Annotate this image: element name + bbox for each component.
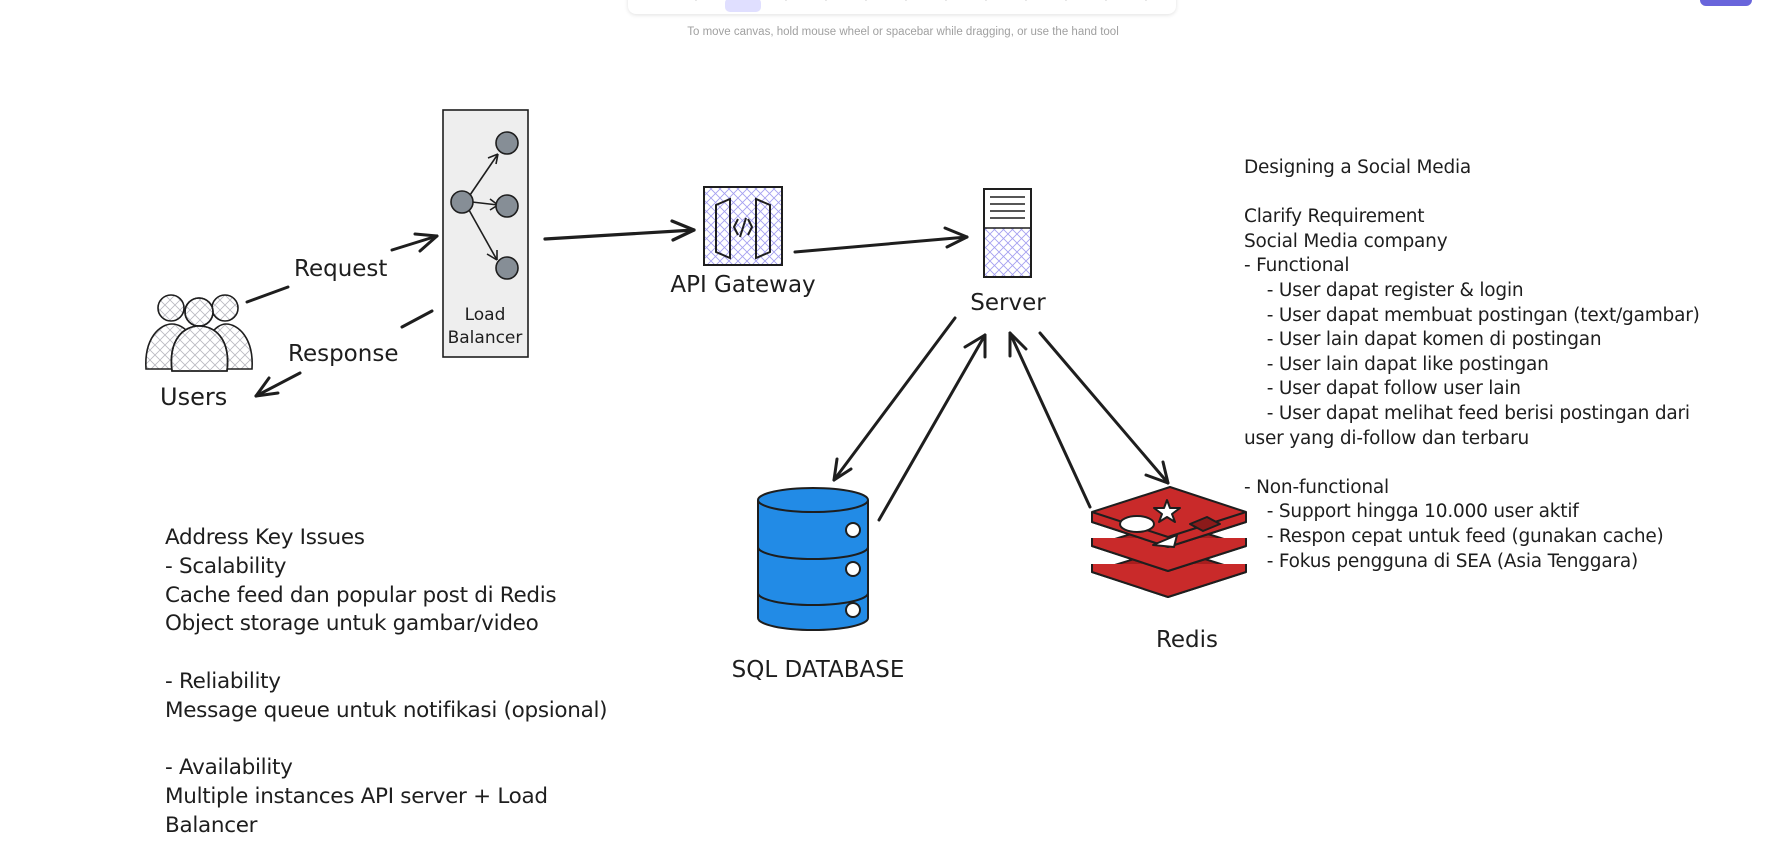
requirements-line: - Support hingga 10.000 user aktif (1244, 501, 1579, 523)
redis-label: Redis (1156, 627, 1218, 653)
requirements-line: - Functional (1244, 255, 1350, 277)
request-label: Request (294, 256, 387, 282)
selected-tool-button[interactable] (725, 0, 761, 12)
api-gateway-label: API Gateway (670, 272, 815, 298)
key-issues-line: Cache feed dan popular post di Redis (165, 582, 557, 608)
requirements-line: - User lain dapat like postingan (1244, 353, 1549, 375)
key-issues-line (165, 639, 607, 668)
gateway-to-server-arrow[interactable] (793, 226, 969, 254)
response-arrow[interactable] (254, 309, 434, 398)
server-to-database-arrow[interactable] (832, 316, 957, 482)
requirements-line: - User dapat follow user lain (1244, 378, 1521, 400)
requirements-line: user yang di-follow dan terbaru (1244, 427, 1530, 449)
key-issues-line: - Scalability (165, 553, 287, 579)
sql-database-label: SQL DATABASE (732, 657, 905, 683)
sql-database-icon[interactable] (757, 487, 869, 631)
lb-to-gateway-arrow[interactable] (543, 219, 696, 242)
requirements-line: - User dapat register & login (1244, 279, 1524, 301)
users-label: Users (160, 383, 227, 411)
server-to-redis-arrow[interactable] (1038, 331, 1170, 485)
key-issues-line: Multiple instances API server + Load (165, 784, 548, 810)
load-balancer-label-line2: Balancer (448, 328, 523, 348)
server-node[interactable] (983, 188, 1032, 278)
tool-button[interactable]: · (784, 0, 788, 5)
requirements-line: Clarify Requirement (1244, 206, 1425, 228)
key-issues-line: Balancer (165, 812, 258, 838)
requirements-line: - Fokus pengguna di SEA (Asia Tenggara) (1244, 550, 1639, 572)
tool-button[interactable]: · (1024, 0, 1028, 5)
main-toolbar: · · · · · · · · · · · (628, 0, 1176, 14)
tool-button[interactable]: · (864, 0, 868, 5)
load-balancer-label-line1: Load (465, 305, 506, 325)
tool-button[interactable]: · (944, 0, 948, 5)
key-issues-line: Address Key Issues (165, 525, 365, 550)
requirements-line: - User dapat membuat postingan (text/gam… (1244, 304, 1700, 326)
requirements-notes[interactable]: Designing a Social Media Clarify Require… (1244, 156, 1700, 574)
key-issues-line (165, 726, 607, 755)
redis-icon[interactable] (1091, 486, 1247, 598)
server-label: Server (970, 290, 1046, 316)
tool-button[interactable]: · (1104, 0, 1108, 5)
redis-to-server-arrow[interactable] (1008, 331, 1092, 509)
requirements-line: Designing a Social Media (1244, 157, 1472, 178)
key-issues-line: - Availability (165, 755, 293, 781)
key-issues-line: Object storage untuk gambar/video (165, 611, 539, 637)
response-label: Response (288, 341, 398, 367)
requirements-line: - User lain dapat komen di postingan (1244, 329, 1602, 351)
tool-button[interactable]: · (984, 0, 988, 5)
request-arrow[interactable] (245, 232, 439, 304)
requirements-line: - User dapat melihat feed berisi posting… (1244, 402, 1690, 424)
requirements-line: - Non-functional (1244, 476, 1389, 498)
api-gateway-node[interactable] (703, 186, 783, 266)
requirements-line: - Respon cepat untuk feed (gunakan cache… (1244, 525, 1664, 547)
tool-button[interactable]: · (694, 0, 698, 5)
load-balancer-node[interactable] (442, 109, 529, 358)
key-issues-line: Message queue untuk notifikasi (opsional… (165, 697, 608, 723)
tool-button[interactable]: · (824, 0, 828, 5)
requirements-line: Social Media company (1244, 230, 1448, 252)
tool-button[interactable]: · (1144, 0, 1148, 5)
users-icon[interactable] (145, 294, 253, 372)
key-issues-line: - Reliability (165, 668, 281, 694)
tool-button[interactable]: · (1064, 0, 1068, 5)
share-button[interactable] (1700, 0, 1752, 6)
database-to-server-arrow[interactable] (877, 333, 987, 522)
requirements-line (1244, 181, 1700, 206)
tool-button[interactable]: · (904, 0, 908, 5)
canvas-hint: To move canvas, hold mouse wheel or spac… (687, 26, 1119, 38)
requirements-line (1244, 451, 1700, 476)
